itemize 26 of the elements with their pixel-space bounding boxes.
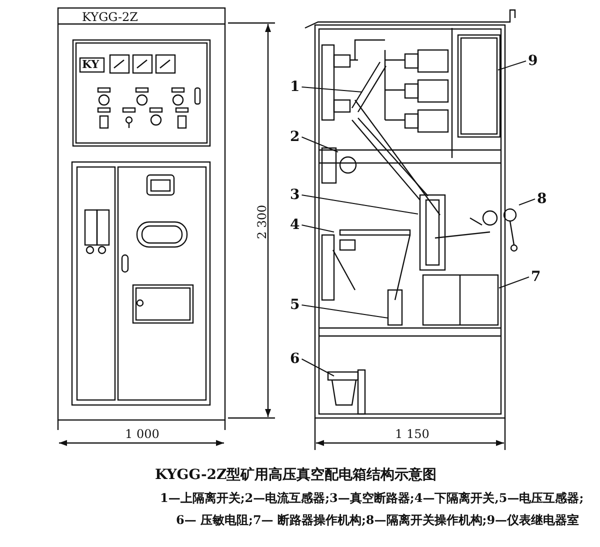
callout-number: 1 (290, 80, 300, 94)
callout-number: 7 (531, 270, 541, 284)
dimension-label: 1 150 (395, 428, 430, 440)
dimension-label: 1 000 (125, 428, 160, 440)
model-plate-text: KYGG-2Z (82, 11, 138, 23)
panel-nameplate-text: KY (82, 59, 100, 70)
leader-line (301, 358, 334, 376)
callout-number: 8 (537, 192, 547, 206)
callout-number: 6 (290, 352, 300, 366)
leader-line (301, 224, 334, 232)
leader-line (498, 60, 526, 70)
leader-line (518, 198, 536, 206)
figure-caption: KYGG-2Z型矿用高压真空配电箱结构示意图 (155, 468, 437, 482)
legend-note: 1—上隔离开关;2—电流互感器;3—真空断路器;4—下隔离开关,5—电压互感器; (160, 492, 584, 504)
callout-number: 9 (528, 54, 538, 68)
callout-number: 4 (290, 218, 300, 232)
callout-number: 2 (290, 130, 300, 144)
leader-line (301, 136, 338, 152)
callout-number: 5 (290, 298, 300, 312)
dimension-label: 2 300 (256, 204, 268, 240)
callout-number: 3 (290, 188, 300, 202)
leader-line (301, 194, 418, 214)
legend-note: 6— 压敏电阻;7— 断路器操作机构;8—隔离开关操作机构;9—仪表继电器室 (176, 514, 580, 526)
leader-line (498, 276, 530, 288)
leader-line (301, 86, 362, 92)
leader-line (301, 304, 388, 318)
